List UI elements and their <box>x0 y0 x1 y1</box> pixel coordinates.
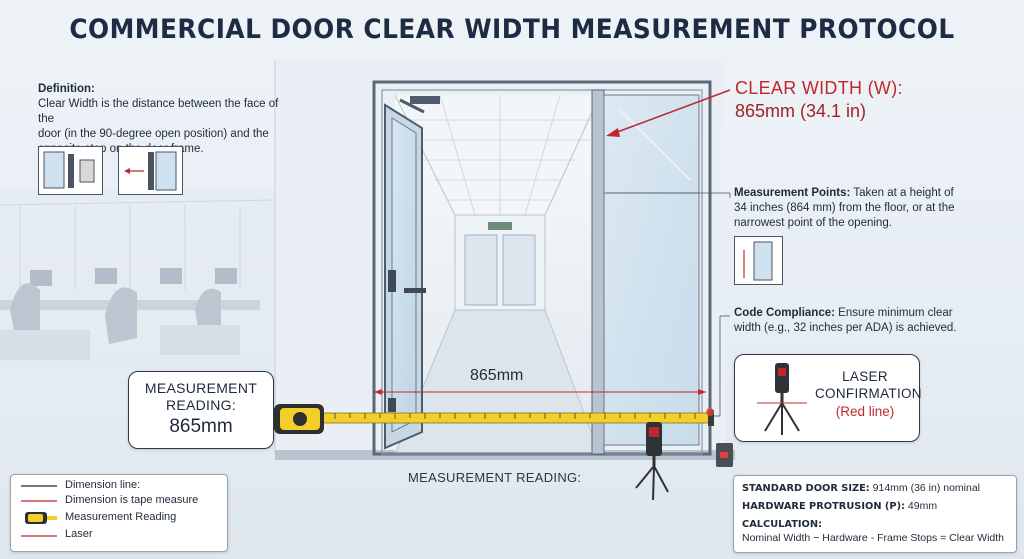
measurement-caption: MEASUREMENT READING: <box>408 470 582 485</box>
measurement-points-line: 34 inches (864 mm) from the floor, or at… <box>734 202 955 214</box>
code-compliance-heading: Code Compliance: <box>734 307 835 319</box>
door-leaf <box>384 96 440 450</box>
spec-hardware-value: 49mm <box>907 500 938 512</box>
spec-door-size: STANDARD DOOR SIZE: 914mm (36 in) nomina… <box>742 482 980 494</box>
laser-line-1: LASER <box>842 369 888 384</box>
laser-line-3: (Red line) <box>835 404 895 419</box>
corridor-view <box>394 94 601 456</box>
definition-thumbnails <box>38 146 183 195</box>
page-title: COMMERCIAL DOOR CLEAR WIDTH MEASUREMENT … <box>69 14 955 45</box>
legend: Dimension line: Dimension is tape measur… <box>10 474 228 552</box>
laser-confirmation-box: LASER CONFIRMATION (Red line) <box>734 354 922 442</box>
laser-line-2: CONFIRMATION <box>815 386 922 401</box>
spec-door-size-value: 914mm (36 in) nominal <box>872 482 981 494</box>
spec-calc-value: Nominal Width − Hardware - Frame Stops =… <box>742 532 1005 544</box>
measurement-points-line: Taken at a height of <box>853 187 954 199</box>
spec-hardware-label: HARDWARE PROTRUSION (P): <box>742 501 905 512</box>
clear-width-value: 865mm (34.1 in) <box>735 101 867 121</box>
door-frame <box>372 80 712 456</box>
laser-meter-tripod <box>635 422 669 501</box>
dimension-line <box>374 389 706 395</box>
spec-hardware: HARDWARE PROTRUSION (P): 49mm <box>742 500 937 512</box>
legend-item-dimension-line: Dimension line: <box>65 479 141 491</box>
legend-item-tape: Dimension is tape measure <box>65 494 199 506</box>
definition-line: Clear Width is the distance between the … <box>38 98 279 125</box>
legend-item-reading: Measurement Reading <box>65 511 177 523</box>
spec-box: STANDARD DOOR SIZE: 914mm (36 in) nomina… <box>733 475 1017 553</box>
spec-door-size-label: STANDARD DOOR SIZE: <box>742 483 870 494</box>
code-compliance-block: Code Compliance: Ensure minimum clear wi… <box>734 306 974 336</box>
reading-line-2: READING: <box>165 397 237 413</box>
definition-heading: Definition: <box>38 83 95 95</box>
measurement-points-heading: Measurement Points: <box>734 187 851 199</box>
spec-calc-label-text: CALCULATION: <box>742 519 822 530</box>
spec-calc-label: CALCULATION: <box>742 518 822 530</box>
clear-width-label: CLEAR WIDTH (W): <box>735 78 903 98</box>
code-compliance-line: Ensure minimum clear <box>838 307 953 319</box>
legend-symbols <box>21 485 57 537</box>
laser-tripod-icon <box>757 363 807 435</box>
legend-item-laser: Laser <box>65 528 93 540</box>
measurement-height-thumbnail <box>734 236 783 285</box>
definition-line: door (in the 90-degree open position) an… <box>38 128 269 140</box>
reading-value: 865mm <box>169 416 233 437</box>
code-compliance-line: width (e.g., 32 inches per ADA) is achie… <box>734 322 957 334</box>
measurement-reading-box: MEASUREMENT READING: 865mm <box>128 371 274 449</box>
measurement-points-line: narrowest point of the opening. <box>734 217 892 229</box>
dimension-label: 865mm <box>470 367 524 384</box>
reading-line-1: MEASUREMENT <box>144 380 258 396</box>
measurement-points-block: Measurement Points: Taken at a height of… <box>734 186 974 231</box>
office-background <box>0 190 276 370</box>
